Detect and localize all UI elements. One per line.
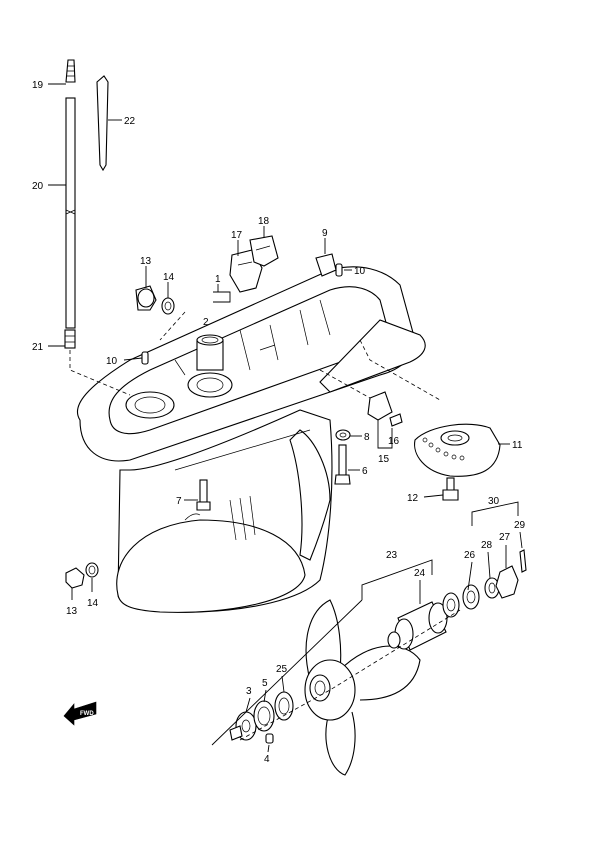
wire-pin-part [96,75,109,172]
callout-29: 29 [514,520,526,531]
callout-4: 4 [264,754,270,765]
callout-5: 5 [262,678,268,689]
propeller-part [304,599,421,776]
callout-19: 19 [32,80,44,91]
callout-3: 3 [246,686,252,697]
callout-12: 12 [407,493,419,504]
bracket-bolt [367,391,403,427]
fwd-label: FWD [80,711,94,717]
callout-26: 26 [464,550,476,561]
callout-24: 24 [414,568,426,579]
callout-23: 23 [386,550,398,561]
callout-17: 17 [231,230,243,241]
cap-part [315,253,337,277]
callout-27: 27 [499,532,511,543]
callout-13-upper: 13 [140,256,152,267]
callout-28: 28 [481,540,493,551]
mount-pads [229,235,279,293]
callout-labels: 19 20 21 22 13 14 1 2 17 18 9 10 10 11 1… [32,80,526,765]
callout-18: 18 [258,216,270,227]
nut-washer-lower [65,562,99,589]
callout-14-upper: 14 [163,272,175,283]
callout-22: 22 [124,116,136,127]
bolt-washer-6-8 [334,429,351,485]
nut-washer-upper [135,285,175,315]
callout-13-lower: 13 [66,606,78,617]
callout-9: 9 [322,228,328,239]
thrust-washer-stack [229,691,294,744]
prop-bushing [387,601,448,651]
callout-8: 8 [364,432,370,443]
callout-20: 20 [32,181,44,192]
callout-7: 7 [176,496,182,507]
callout-6: 6 [362,466,368,477]
trim-tab-anode [414,423,501,501]
bolt-7 [196,479,211,511]
callout-10-right: 10 [354,266,366,277]
callout-15: 15 [378,454,390,465]
leader-lines [48,83,523,753]
callout-30: 30 [488,496,500,507]
washer-nut-stack [442,549,527,618]
callout-14-lower: 14 [87,598,99,609]
drive-shaft-part [64,59,76,349]
callout-21: 21 [32,342,44,353]
callout-11: 11 [512,440,523,451]
gear-case-housing [76,266,426,613]
callout-25: 25 [276,664,288,675]
callout-10-left: 10 [106,356,118,367]
callout-2: 2 [203,317,209,328]
callout-16: 16 [388,436,400,447]
fwd-arrow-icon: FWD [63,701,97,726]
callout-1: 1 [215,274,221,285]
